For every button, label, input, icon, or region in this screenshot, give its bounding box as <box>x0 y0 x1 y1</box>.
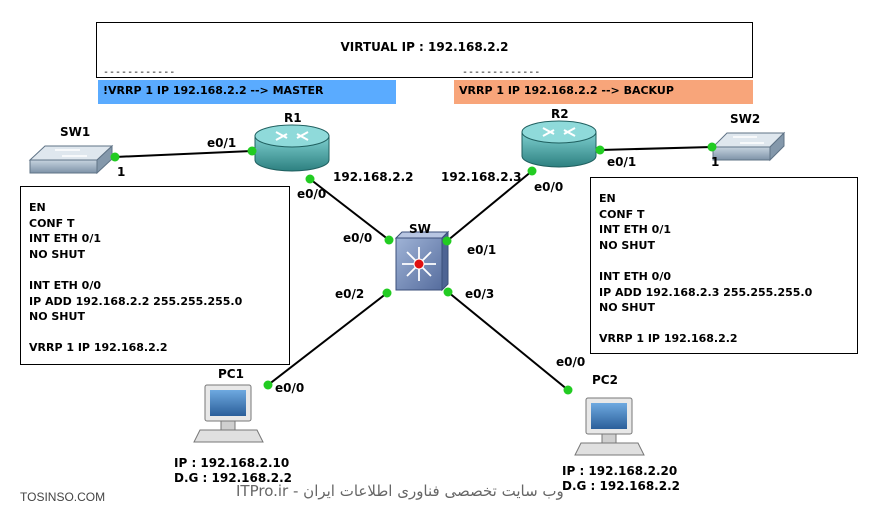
router-r2[interactable] <box>521 120 597 168</box>
port-label: 192.168.2.3 <box>441 170 521 184</box>
port-label: 192.168.2.2 <box>333 170 413 184</box>
link-r2-sw <box>446 170 533 242</box>
backup-band: VRRP 1 IP 192.168.2.2 --> BACKUP <box>454 80 753 104</box>
virtual-ip-label: VIRTUAL IP : 192.168.2.2 <box>340 40 509 54</box>
port-dot <box>110 152 120 162</box>
port-dot <box>384 235 394 245</box>
master-dashes: ------------ <box>103 67 176 78</box>
master-label: !VRRP 1 IP 192.168.2.2 --> MASTER <box>103 84 324 97</box>
port-label: e0/1 <box>607 155 636 169</box>
config-line: NO SHUT <box>29 310 85 324</box>
config-line: INT ETH 0/0 <box>29 278 102 292</box>
port-label: e0/0 <box>556 355 585 369</box>
config-line: EN <box>599 192 616 205</box>
master-band: !VRRP 1 IP 192.168.2.2 --> MASTER <box>98 80 396 104</box>
config-line <box>29 325 289 341</box>
link-sw-pc2 <box>447 291 569 391</box>
port-label: 1 <box>711 155 719 169</box>
config-line: VRRP 1 IP 192.168.2.2 <box>599 332 738 346</box>
pc2-gateway: D.G : 192.168.2.2 <box>562 479 680 493</box>
pc2-ip-info: IP : 192.168.2.20 D.G : 192.168.2.2 <box>562 464 680 494</box>
switch-arrows-icon <box>55 149 87 157</box>
r1-config-box: EN CONF T INT ETH 0/1 NO SHUT INT ETH 0/… <box>20 186 290 365</box>
config-line: IP ADD 192.168.2.2 255.255.255.0 <box>29 294 243 308</box>
router-arrows-icon <box>542 127 576 137</box>
link-endpoints <box>110 142 717 395</box>
pc-pc2[interactable] <box>574 397 645 456</box>
pc-pc1[interactable] <box>193 384 264 443</box>
port-label: e0/0 <box>275 381 304 395</box>
port-dot <box>707 142 717 152</box>
port-dot <box>595 145 605 155</box>
pc2-ip: IP : 192.168.2.20 <box>562 464 678 478</box>
pc1-ip-info: IP : 192.168.2.10 D.G : 192.168.2.2 <box>174 456 292 486</box>
port-label: 1 <box>117 165 125 179</box>
router-r1[interactable] <box>254 124 330 172</box>
config-line: CONF T <box>599 207 645 221</box>
config-line <box>599 316 857 332</box>
backup-label: VRRP 1 IP 192.168.2.2 --> BACKUP <box>459 84 674 97</box>
node-label-pc1: PC1 <box>218 367 244 381</box>
node-label-r1: R1 <box>284 111 302 125</box>
r2-config-box: EN CONF T INT ETH 0/1 NO SHUT INT ETH 0/… <box>590 177 858 354</box>
switch-sw1[interactable] <box>28 144 114 175</box>
node-label-sw1: SW1 <box>60 125 90 139</box>
port-dot <box>563 385 573 395</box>
router-arrows-icon <box>275 131 309 141</box>
config-line: INT ETH 0/0 <box>599 269 672 283</box>
node-label-r2: R2 <box>551 107 569 121</box>
switch-sw2[interactable] <box>711 131 786 162</box>
port-label: e0/0 <box>343 231 372 245</box>
node-label-sw: SW <box>409 222 431 236</box>
watermark-left: TOSINSO.COM <box>20 490 106 504</box>
port-dot <box>247 146 257 156</box>
config-line <box>29 262 289 278</box>
config-line: CONF T <box>29 216 75 230</box>
config-line <box>599 253 857 269</box>
multilayer-switch-sw[interactable] <box>394 230 450 292</box>
node-label-sw2: SW2 <box>730 112 760 126</box>
pc1-gateway: D.G : 192.168.2.2 <box>174 471 292 485</box>
port-label: e0/2 <box>335 287 364 301</box>
config-line: INT ETH 0/1 <box>599 223 672 237</box>
port-dot <box>305 174 315 184</box>
port-dot <box>442 236 452 246</box>
backup-dashes: ------------- <box>462 67 541 78</box>
virtual-ip-box: VIRTUAL IP : 192.168.2.2 <box>96 22 753 78</box>
config-line: NO SHUT <box>29 247 85 261</box>
switch-arrows-icon <box>733 136 764 144</box>
link-r1-sw <box>309 178 390 241</box>
pc1-ip: IP : 192.168.2.10 <box>174 456 290 470</box>
port-label: e0/1 <box>467 243 496 257</box>
port-dot <box>263 380 273 390</box>
config-line: INT ETH 0/1 <box>29 232 102 246</box>
link-r2-sw2 <box>599 146 713 151</box>
port-dot <box>382 288 392 298</box>
watermark-right: ITPro.ir - وب سایت تخصصی فناوری اطلاعات … <box>236 482 564 500</box>
port-label: e0/3 <box>465 287 494 301</box>
config-line: VRRP 1 IP 192.168.2.2 <box>29 341 168 355</box>
node-label-pc2: PC2 <box>592 373 618 387</box>
port-label: e0/1 <box>207 136 236 150</box>
port-label: e0/0 <box>297 187 326 201</box>
config-line: NO SHUT <box>599 301 655 315</box>
config-line: IP ADD 192.168.2.3 255.255.255.0 <box>599 285 813 299</box>
config-line: NO SHUT <box>599 238 655 252</box>
link-sw1-r1 <box>114 150 253 158</box>
port-dot <box>443 287 453 297</box>
config-line: EN <box>29 201 46 214</box>
link-sw-pc1 <box>267 292 388 386</box>
port-label: e0/0 <box>534 180 563 194</box>
port-dot <box>527 166 537 176</box>
